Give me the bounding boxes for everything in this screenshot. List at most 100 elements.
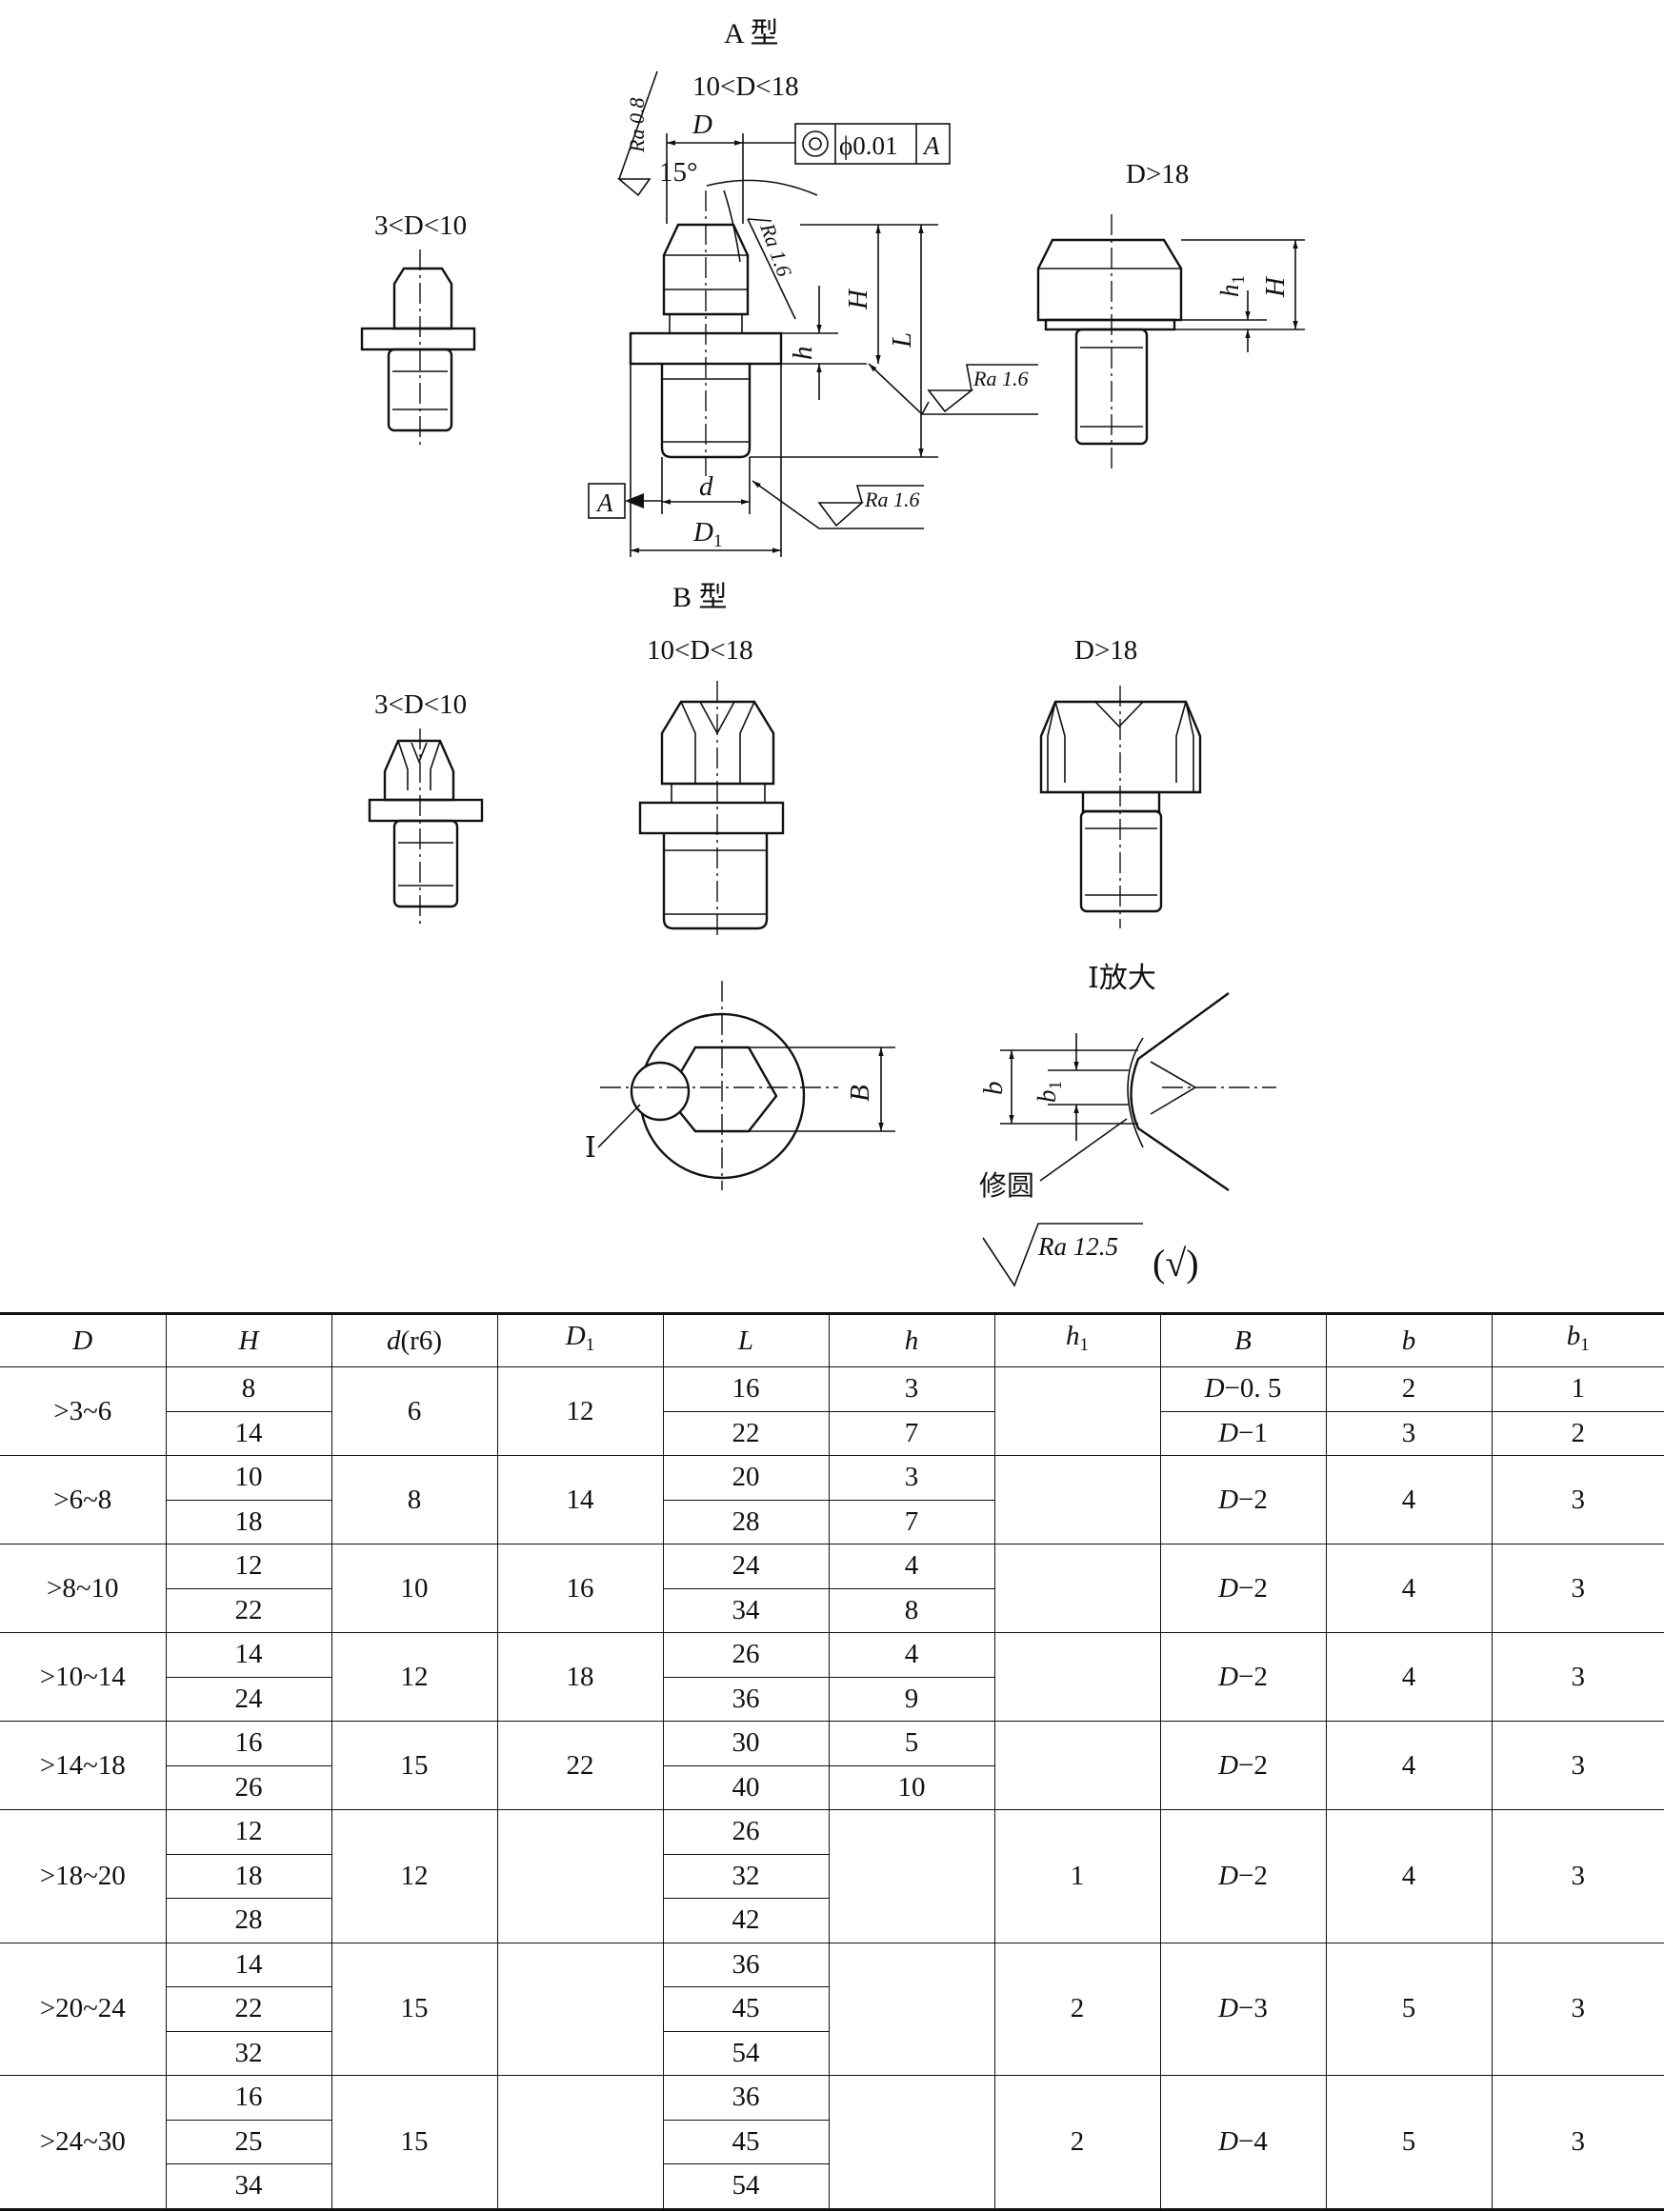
table-cell: D−2 [1159, 1544, 1327, 1633]
table-cell: D−0. 5 [1159, 1366, 1327, 1412]
col-header: B [1159, 1313, 1327, 1367]
table-cell: 15 [331, 2075, 498, 2210]
table-cell: 36 [662, 1676, 830, 1722]
table-cell: 32 [662, 1853, 829, 1899]
tolerance-value: ϕ0.01 [839, 131, 897, 160]
table-cell: 45 [662, 1986, 829, 2032]
dim-H-label: H [843, 288, 873, 310]
ra-125-label: Ra 12.5 [1037, 1232, 1118, 1261]
col-header: D [0, 1313, 167, 1367]
table-cell [828, 1942, 995, 2076]
dim-b1-label: b1 [1032, 1081, 1066, 1103]
col-header: b [1325, 1313, 1493, 1367]
dim-D1-label: D1 [692, 517, 722, 551]
angle-label: 15° [659, 157, 698, 188]
pin-b-small: 3<D<10 [368, 689, 484, 928]
table-cell: D−1 [1159, 1410, 1327, 1456]
table-cell: 18 [496, 1632, 664, 1722]
table-cell: >18~20 [0, 1809, 167, 1943]
type-b-title: B 型 [672, 582, 728, 613]
table-cell: 3 [1491, 1721, 1664, 1810]
table-cell: 4 [828, 1632, 995, 1678]
table-cell: 3 [828, 1366, 995, 1412]
table-cell: 16 [165, 2075, 332, 2121]
table-cell: >8~10 [0, 1544, 167, 1633]
table-cell: 4 [1325, 1455, 1493, 1544]
table-cell: 4 [1325, 1721, 1493, 1810]
table-cell [828, 1809, 995, 1943]
fillet-label: 修圆 [979, 1170, 1034, 1202]
table-cell: 18 [166, 1853, 332, 1899]
table-cell: 26 [662, 1809, 830, 1855]
table-cell: 4 [1325, 1809, 1493, 1943]
table-cell: 10 [828, 1764, 994, 1810]
dim-b-label: b [978, 1082, 1009, 1096]
table-cell: 22 [662, 1410, 830, 1456]
table-cell: 32 [166, 2030, 332, 2076]
pin-a-small: 3<D<10 [360, 210, 476, 448]
dim-d-label: d [699, 471, 713, 502]
table-cell: 28 [166, 1898, 332, 1943]
dim-B-label: B [845, 1085, 875, 1102]
table-cell: 12 [165, 1809, 332, 1855]
dim-h-label: h [788, 347, 818, 361]
table-cell [496, 2075, 664, 2210]
table-cell: 10 [331, 1544, 498, 1633]
col-header: b1 [1491, 1313, 1664, 1367]
table-cell [993, 1366, 1161, 1456]
table-cell: 20 [662, 1455, 830, 1501]
col-header: h1 [993, 1313, 1161, 1367]
table-cell: 28 [662, 1499, 830, 1544]
table-cell: 3 [828, 1455, 995, 1501]
tolerance-datum-ref: A [922, 131, 940, 160]
table-cell [496, 1942, 664, 2076]
range-label-b-small: 3<D<10 [374, 689, 467, 720]
table-cell: 12 [331, 1809, 498, 1943]
table-cell: 45 [662, 2119, 829, 2164]
table-cell: D−3 [1159, 1942, 1327, 2076]
dim-D-label: D [692, 110, 712, 140]
table-cell: 34 [166, 2163, 332, 2210]
table-cell: 15 [331, 1721, 498, 1810]
dim-h1-label: h1 [1215, 275, 1249, 297]
table-cell: 36 [662, 2075, 830, 2121]
type-a-title: A 型 [724, 18, 779, 50]
detail-title: Ⅰ放大 [1088, 963, 1156, 994]
table-cell: 3 [1491, 1942, 1664, 2076]
table-cell: 22 [496, 1721, 664, 1810]
pin-b-large: D>18 [1039, 635, 1202, 928]
dim-L-label: L [887, 332, 917, 349]
table-cell: 10 [165, 1455, 332, 1501]
general-roughness: Ra 12.5 (√) [982, 1223, 1199, 1287]
range-label-a-large: D>18 [1126, 159, 1189, 189]
table-cell: 26 [166, 1764, 332, 1810]
table-cell: 12 [331, 1632, 498, 1722]
table-cell: D−4 [1159, 2075, 1327, 2210]
table-cell: 18 [166, 1499, 332, 1544]
table-cell: 14 [165, 1632, 332, 1678]
table-cell: 1 [993, 1809, 1161, 1943]
table-row: 32 54 [0, 2030, 1664, 2076]
table-cell: D−2 [1159, 1632, 1327, 1722]
table-cell: 40 [662, 1764, 830, 1810]
tolerance-frame: ϕ0.01 A [794, 123, 951, 165]
table-cell: 16 [496, 1544, 664, 1633]
table-cell: 54 [662, 2030, 829, 2076]
table-cell: 36 [662, 1942, 830, 1987]
table-cell: 2 [1325, 1366, 1493, 1412]
col-header: h [828, 1313, 995, 1367]
table-cell: 14 [496, 1455, 664, 1544]
